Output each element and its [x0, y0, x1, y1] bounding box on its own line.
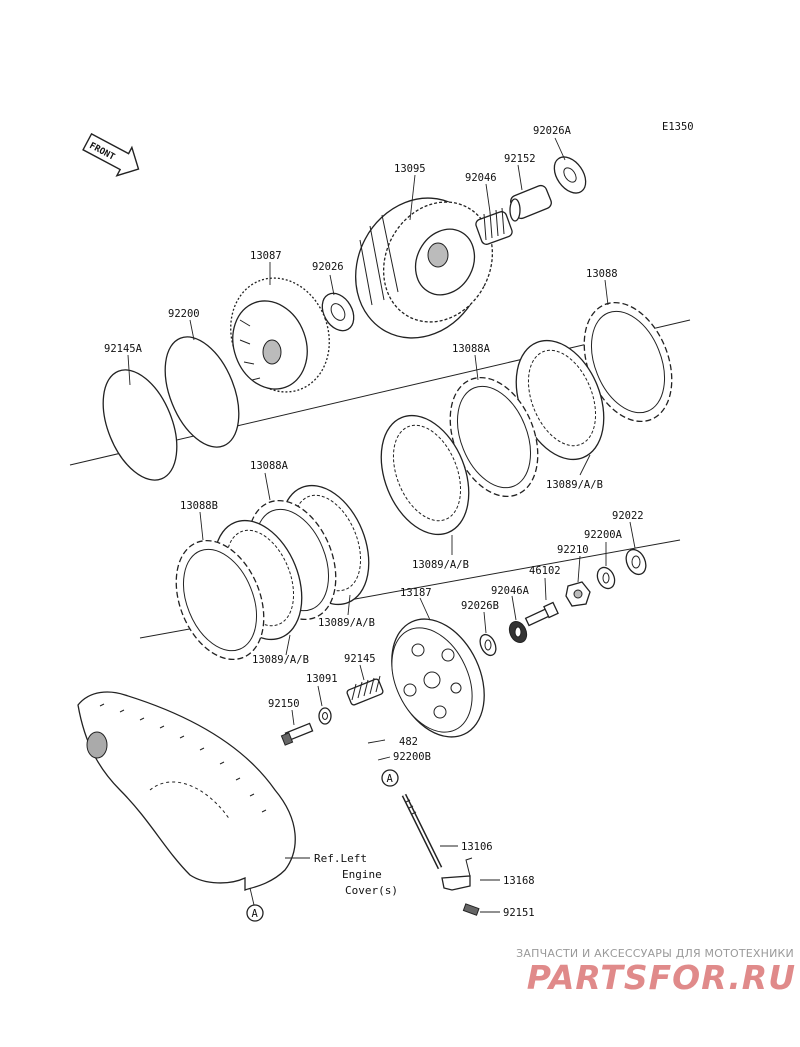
label-92200A: 92200A [584, 529, 623, 541]
watermark-brand: PARTSFOR.RU [526, 958, 796, 997]
label-92210: 92210 [557, 544, 589, 556]
label-92145: 92145 [344, 653, 376, 665]
spring-92145 [346, 675, 384, 706]
reference-circle-right-label: A [387, 773, 394, 785]
label-92046A: 92046A [491, 585, 530, 597]
reference-note-line2: Engine [342, 868, 382, 881]
nut-92210 [565, 581, 591, 607]
steel-plate-13089-right [515, 339, 605, 461]
engine-cover-outline [77, 691, 296, 891]
label-92145A: 92145A [104, 343, 143, 355]
reference-circle-left-label: A [252, 908, 259, 920]
label-92026A: 92026A [533, 125, 572, 137]
label-13168: 13168 [503, 875, 535, 887]
watermark-tagline: ЗАПЧАСТИ И АКСЕССУАРЫ ДЛЯ МОТОТЕХНИКИ [516, 947, 794, 960]
label-92026: 92026 [312, 261, 344, 273]
plate-13091 [318, 707, 332, 725]
washer-92026B [479, 633, 497, 657]
ring-92200 [164, 336, 240, 448]
washer-92026A [553, 156, 587, 194]
reference-circle-left [246, 904, 264, 922]
label-13088B: 13088B [180, 500, 218, 512]
leader-lines [127, 137, 636, 913]
pushrod-13106 [401, 793, 443, 870]
pushrod-46102 [524, 601, 559, 627]
label-13087: 13087 [250, 250, 282, 262]
clutch-housing [355, 197, 494, 339]
reference-note-line1: Ref.Left [314, 852, 367, 865]
washer-92200A [596, 566, 616, 590]
bearing-92046A [508, 620, 528, 644]
washer-92022 [625, 548, 647, 576]
reference-circle-right [381, 769, 399, 787]
label-92046: 92046 [465, 172, 497, 184]
diagram-code: E1350 [662, 121, 694, 133]
label-13089-right: 13089/A/B [546, 479, 603, 491]
friction-plate-13088B [175, 539, 265, 661]
label-13088A-top: 13088A [452, 343, 491, 355]
clutch-hub [230, 277, 330, 393]
label-13088: 13088 [586, 268, 618, 280]
label-13106: 13106 [461, 841, 493, 853]
front-arrow-icon: FRONT [82, 132, 140, 177]
label-92200B: 92200B [393, 751, 431, 763]
label-92026B: 92026B [461, 600, 499, 612]
label-13091: 13091 [306, 673, 338, 685]
label-13089-inner: 13089/A/B [318, 617, 375, 629]
label-92151: 92151 [503, 907, 535, 919]
friction-plate-13088 [583, 301, 673, 423]
label-92152: 92152 [504, 153, 536, 165]
ring-92145A [102, 369, 178, 481]
label-482: 482 [399, 736, 418, 748]
friction-plate-13088A-top [449, 376, 539, 498]
lever-13168 [441, 857, 473, 891]
label-13187: 13187 [400, 587, 432, 599]
bolt-92150 [280, 722, 314, 746]
label-92022: 92022 [612, 510, 644, 522]
label-13089-left: 13089/A/B [252, 654, 309, 666]
steel-plate-13089-mid [380, 414, 470, 536]
label-92200: 92200 [168, 308, 200, 320]
label-46102: 46102 [529, 565, 561, 577]
label-13089-mid: 13089/A/B [412, 559, 469, 571]
label-13088A-left: 13088A [250, 460, 289, 472]
reference-note-line3: Cover(s) [345, 884, 398, 897]
bearing-92046 [475, 207, 513, 245]
sleeve-92152 [509, 184, 552, 222]
label-13095: 13095 [394, 163, 426, 175]
bolt-92151 [462, 903, 480, 916]
pressure-plate-13187 [391, 618, 485, 738]
label-92150: 92150 [268, 698, 300, 710]
